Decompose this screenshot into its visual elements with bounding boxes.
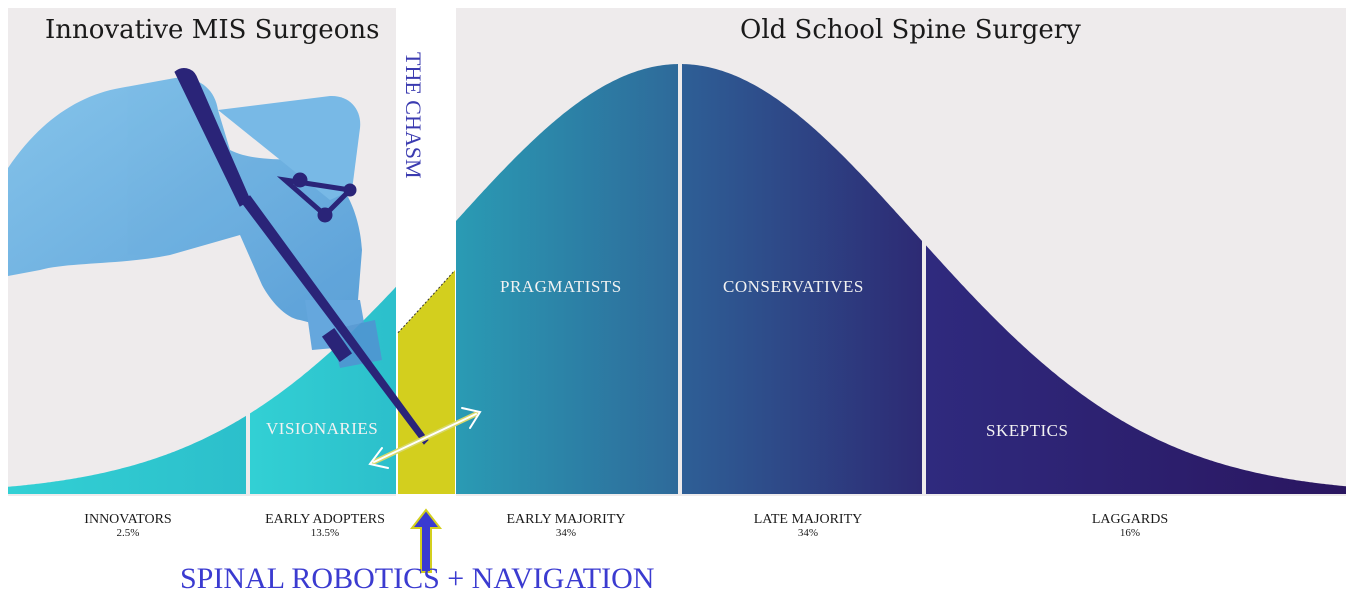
segment-early-majority	[456, 64, 678, 494]
category-percent: 16%	[1119, 527, 1141, 539]
segment-innovators	[8, 415, 246, 494]
chasm-label: THE CHASM	[401, 52, 426, 179]
category-late-majority: LATE MAJORITY 34%	[728, 512, 888, 539]
category-percent: 34%	[797, 527, 819, 539]
segment-chasm-bar	[398, 270, 455, 494]
category-name: LATE MAJORITY	[753, 512, 863, 527]
label-conservatives: CONSERVATIVES	[723, 277, 864, 296]
segment-laggards	[926, 245, 1346, 494]
category-percent: 34%	[555, 527, 577, 539]
category-name: INNOVATORS	[84, 512, 172, 527]
label-visionaries: VISIONARIES	[266, 419, 379, 438]
header-old-school: Old School Spine Surgery	[740, 15, 1081, 45]
category-early-adopters: EARLY ADOPTERS 13.5%	[240, 512, 410, 539]
category-innovators: INNOVATORS 2.5%	[58, 512, 198, 539]
surgical-instrument	[174, 68, 429, 445]
segment-late-majority	[682, 64, 922, 494]
category-name: EARLY ADOPTERS	[265, 512, 385, 527]
category-name: LAGGARDS	[1091, 512, 1169, 527]
up-arrow	[409, 508, 443, 573]
spinal-robotics-callout: SPINAL ROBOTICS + NAVIGATION	[180, 562, 655, 595]
label-skeptics: SKEPTICS	[986, 421, 1069, 440]
chasm-dotted-edge	[397, 270, 455, 334]
category-percent: 13.5%	[310, 527, 340, 539]
label-pragmatists: PRAGMATISTS	[500, 277, 622, 296]
category-name: EARLY MAJORITY	[506, 512, 626, 527]
category-percent: 2.5%	[116, 527, 140, 539]
category-laggards: LAGGARDS 16%	[1060, 512, 1200, 539]
category-early-majority: EARLY MAJORITY 34%	[486, 512, 646, 539]
header-innovative-surgeons: Innovative MIS Surgeons	[45, 15, 380, 45]
